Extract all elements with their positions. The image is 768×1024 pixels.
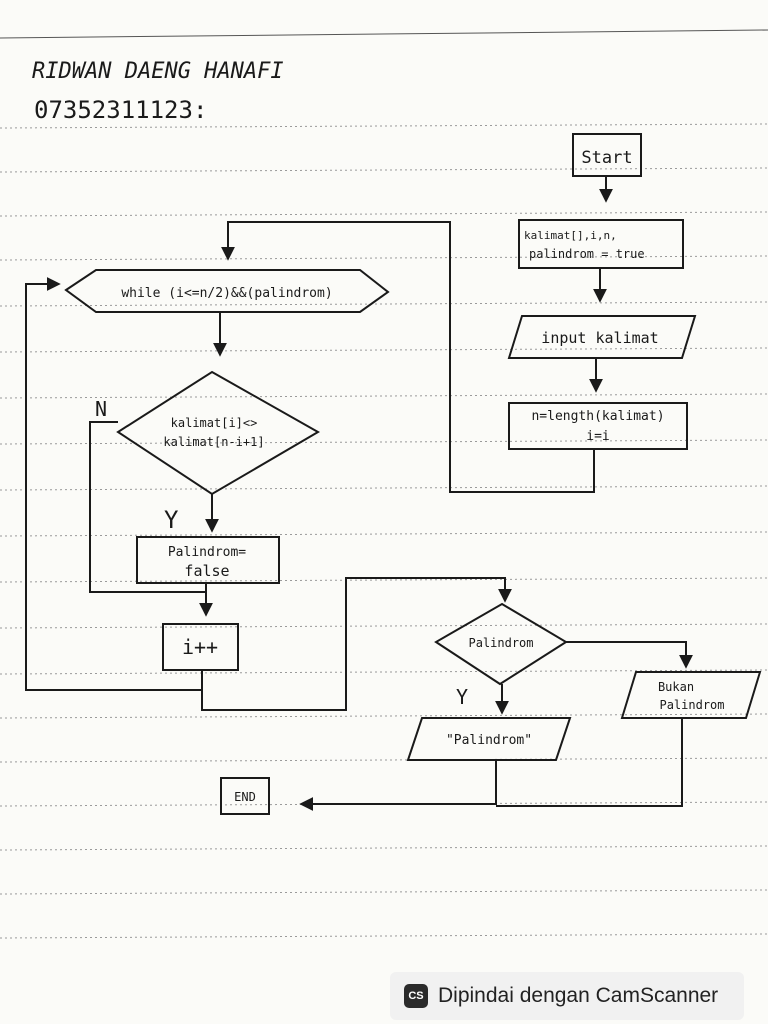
output-no-line1: Bukan [658, 680, 694, 694]
increment-box [162, 623, 239, 671]
connector-no-end [496, 718, 683, 807]
init-line1: kalimat[],i,n, [524, 229, 617, 242]
flowchart [25, 133, 762, 815]
input-parallelogram [507, 315, 697, 359]
input-label: input kalimat [541, 329, 658, 347]
camscanner-logo-icon: CS [404, 984, 428, 1008]
end-label: END [234, 790, 256, 804]
set-false-line1: Palindrom= [168, 545, 246, 560]
check-line1: kalimat[i]<> [171, 416, 258, 430]
set-false-box [136, 536, 280, 584]
connector-loop-back [25, 277, 203, 691]
start-label: Start [581, 148, 632, 168]
connector-compute-loop [221, 221, 595, 493]
decision-yes-label: Y [456, 685, 468, 709]
increment-label: i++ [182, 635, 218, 659]
check-line2: kalimat[n-i+1] [163, 435, 264, 449]
init-line2: palindrom = true [529, 247, 645, 261]
output-no-parallelogram [620, 671, 762, 719]
camscanner-watermark: CS Dipindai dengan CamScanner [390, 972, 744, 1020]
check-diamond [116, 370, 321, 496]
ruled-lines [0, 29, 768, 939]
decision-diamond [434, 602, 568, 686]
connector-check-no [89, 421, 206, 593]
student-id: 07352311123: [34, 96, 207, 124]
compute-line2: i=i [586, 429, 609, 444]
connector-yes-end [299, 760, 497, 811]
output-no-line2: Palindrom [659, 698, 724, 712]
compute-line1: n=length(kalimat) [531, 409, 664, 424]
decision-label: Palindrom [468, 636, 533, 650]
no-label: N [95, 397, 107, 421]
end-box [220, 777, 270, 815]
set-false-line2: false [184, 562, 229, 580]
output-yes-label: "Palindrom" [446, 733, 532, 748]
output-yes-parallelogram [406, 717, 572, 761]
while-hexagon [64, 269, 390, 313]
author-name: RIDWAN DAENG HANAFI [32, 59, 284, 84]
arrow-decision-no [566, 641, 693, 669]
connector-loop-exit [201, 577, 512, 711]
compute-box [508, 402, 688, 450]
loop-label: while (i<=n/2)&&(palindrom) [121, 286, 332, 301]
yes-label: Y [164, 506, 179, 534]
watermark-text: Dipindai dengan CamScanner [438, 984, 719, 1007]
